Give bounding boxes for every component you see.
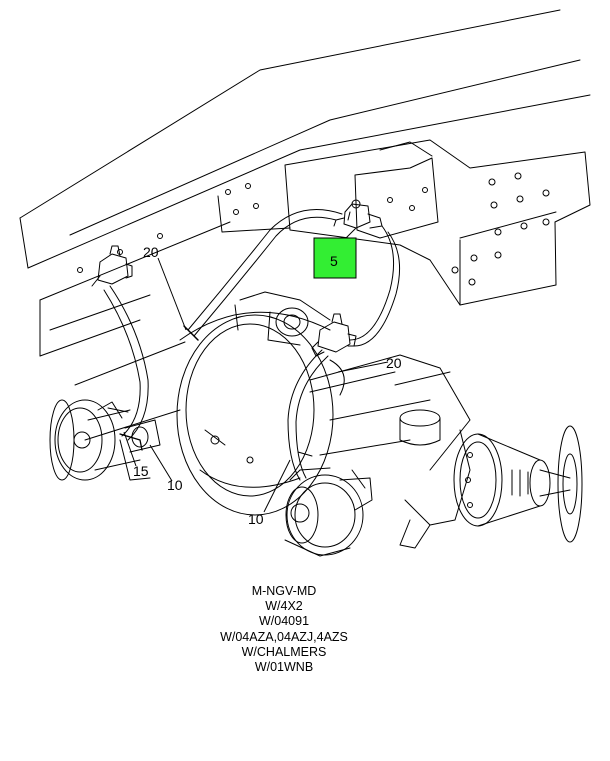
axle-housing bbox=[74, 341, 471, 549]
callout-10-left[interactable]: 10 bbox=[167, 477, 183, 493]
caption-line: W/04AZA,04AZJ,4AZS bbox=[220, 629, 348, 644]
caption-line: W/4X2 bbox=[265, 599, 303, 614]
callout-5[interactable]: 5 bbox=[330, 253, 338, 269]
callout-10-bottom[interactable]: 10 bbox=[248, 511, 264, 527]
caption-line: W/CHALMERS bbox=[241, 644, 327, 659]
air-hose-left bbox=[103, 285, 149, 451]
caption-line: W/01WNB bbox=[254, 660, 314, 675]
callout-20-left[interactable]: 20 bbox=[143, 244, 159, 260]
callout-20-right[interactable]: 20 bbox=[386, 355, 402, 371]
left-brake-chamber bbox=[49, 399, 161, 481]
callout-15[interactable]: 15 bbox=[133, 463, 149, 479]
frame-bracket bbox=[217, 139, 591, 306]
right-wheel-hub bbox=[453, 425, 583, 543]
frame-rail bbox=[19, 9, 591, 357]
air-hose-top bbox=[183, 209, 401, 347]
highlight-box-item-5[interactable] bbox=[313, 237, 357, 279]
air-hose-middle bbox=[287, 349, 345, 481]
caption-line: W/04091 bbox=[258, 614, 310, 629]
model-caption: M-NGV-MD W/4X2 W/04091 W/04AZA,04AZJ,4AZ… bbox=[0, 584, 568, 675]
bottom-brake-chamber bbox=[284, 467, 373, 557]
caption-line: M-NGV-MD bbox=[251, 584, 317, 598]
differential-housing bbox=[176, 291, 334, 516]
middle-valve bbox=[311, 313, 357, 357]
left-valve bbox=[91, 245, 133, 287]
